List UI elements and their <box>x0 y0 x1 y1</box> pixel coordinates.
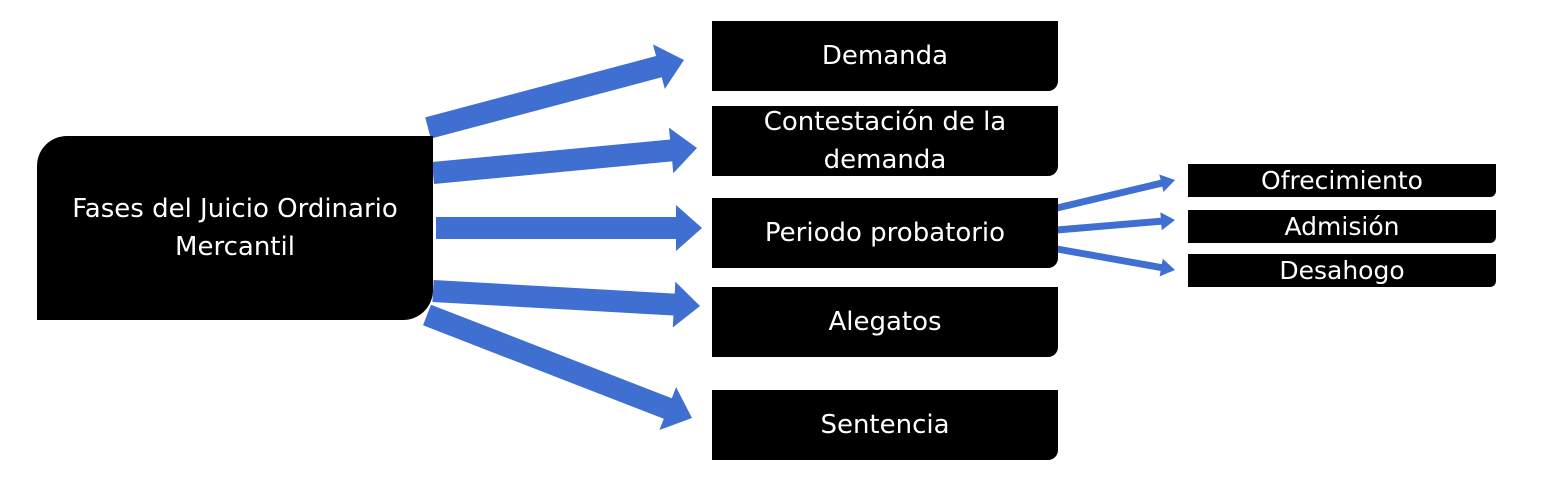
phase-label: Sentencia <box>820 410 950 440</box>
phase-alegatos: Alegatos <box>712 287 1058 357</box>
phase-label: Contestación de la demanda <box>763 107 1007 175</box>
subphase-admision: Admisión <box>1188 210 1496 243</box>
subphase-label: Admisión <box>1284 211 1400 241</box>
arrow-to-contestacion <box>432 127 697 184</box>
arrow-to-desahogo <box>1056 245 1175 277</box>
arrow-to-alegatos <box>432 280 700 328</box>
subphase-desahogo: Desahogo <box>1188 254 1496 287</box>
root-label: Fases del Juicio Ordinario Mercantil <box>72 194 398 262</box>
arrow-to-sentencia <box>423 304 692 430</box>
arrow-to-admision <box>1056 212 1175 234</box>
arrow-to-periodo-probatorio <box>436 205 702 251</box>
subphase-label: Desahogo <box>1279 255 1405 285</box>
phase-label: Periodo probatorio <box>764 218 1006 248</box>
subphase-ofrecimiento: Ofrecimiento <box>1188 164 1496 197</box>
arrow-to-demanda <box>425 44 684 139</box>
subphase-label: Ofrecimiento <box>1261 165 1423 195</box>
phase-label: Alegatos <box>828 307 942 337</box>
phase-label: Demanda <box>821 41 949 71</box>
root-node: Fases del Juicio Ordinario Mercantil <box>37 136 433 320</box>
phase-contestacion: Contestación de la demanda <box>712 106 1058 176</box>
phase-sentencia: Sentencia <box>712 390 1058 460</box>
arrow-to-ofrecimiento <box>1056 174 1175 212</box>
phase-periodo-probatorio: Periodo probatorio <box>712 198 1058 268</box>
phase-demanda: Demanda <box>712 21 1058 91</box>
